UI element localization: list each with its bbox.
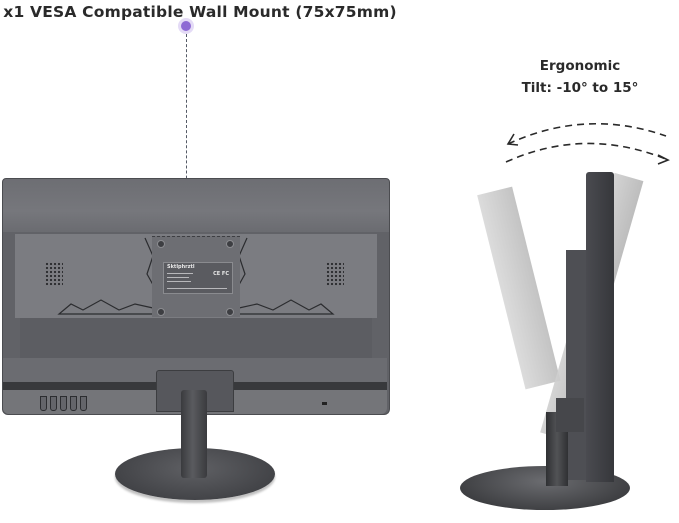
label-brand: Sktlphrztl — [167, 264, 195, 270]
label-line — [167, 273, 193, 274]
monitor-top-shell — [2, 178, 390, 234]
callout-leader-line — [186, 34, 187, 214]
tilt-title: Ergonomic — [539, 58, 621, 74]
vesa-screw-icon — [226, 240, 234, 248]
tilt-range: Tilt: -10° to 15° — [521, 80, 639, 96]
back-recess — [20, 318, 372, 360]
speaker-grille-right — [326, 262, 344, 286]
control-button[interactable] — [70, 396, 77, 411]
control-button[interactable] — [80, 396, 87, 411]
kensington-lock-icon — [322, 402, 327, 405]
vesa-screw-icon — [157, 308, 165, 316]
speaker-grille-left — [45, 262, 63, 286]
control-button[interactable] — [40, 396, 47, 411]
control-button[interactable] — [60, 396, 67, 411]
side-hinge — [556, 398, 584, 432]
tilt-ghost-back — [477, 186, 561, 390]
vesa-callout-text: x1 VESA Compatible Wall Mount (75x75mm) — [3, 3, 397, 21]
label-line — [167, 288, 227, 289]
vesa-screw-icon — [226, 308, 234, 316]
stand-column — [181, 390, 207, 478]
callout-dot-icon — [181, 21, 191, 31]
product-label: Sktlphrztl CE FC — [163, 262, 233, 294]
tilt-arrows-icon — [505, 122, 670, 165]
side-monitor-back — [566, 250, 588, 480]
control-button[interactable] — [50, 396, 57, 411]
side-monitor-panel — [586, 172, 614, 482]
label-certifications: CE FC — [213, 271, 229, 277]
vesa-screw-icon — [157, 240, 165, 248]
label-line — [167, 277, 189, 278]
panel-zigzag-lines — [57, 237, 335, 315]
label-line — [167, 281, 191, 282]
